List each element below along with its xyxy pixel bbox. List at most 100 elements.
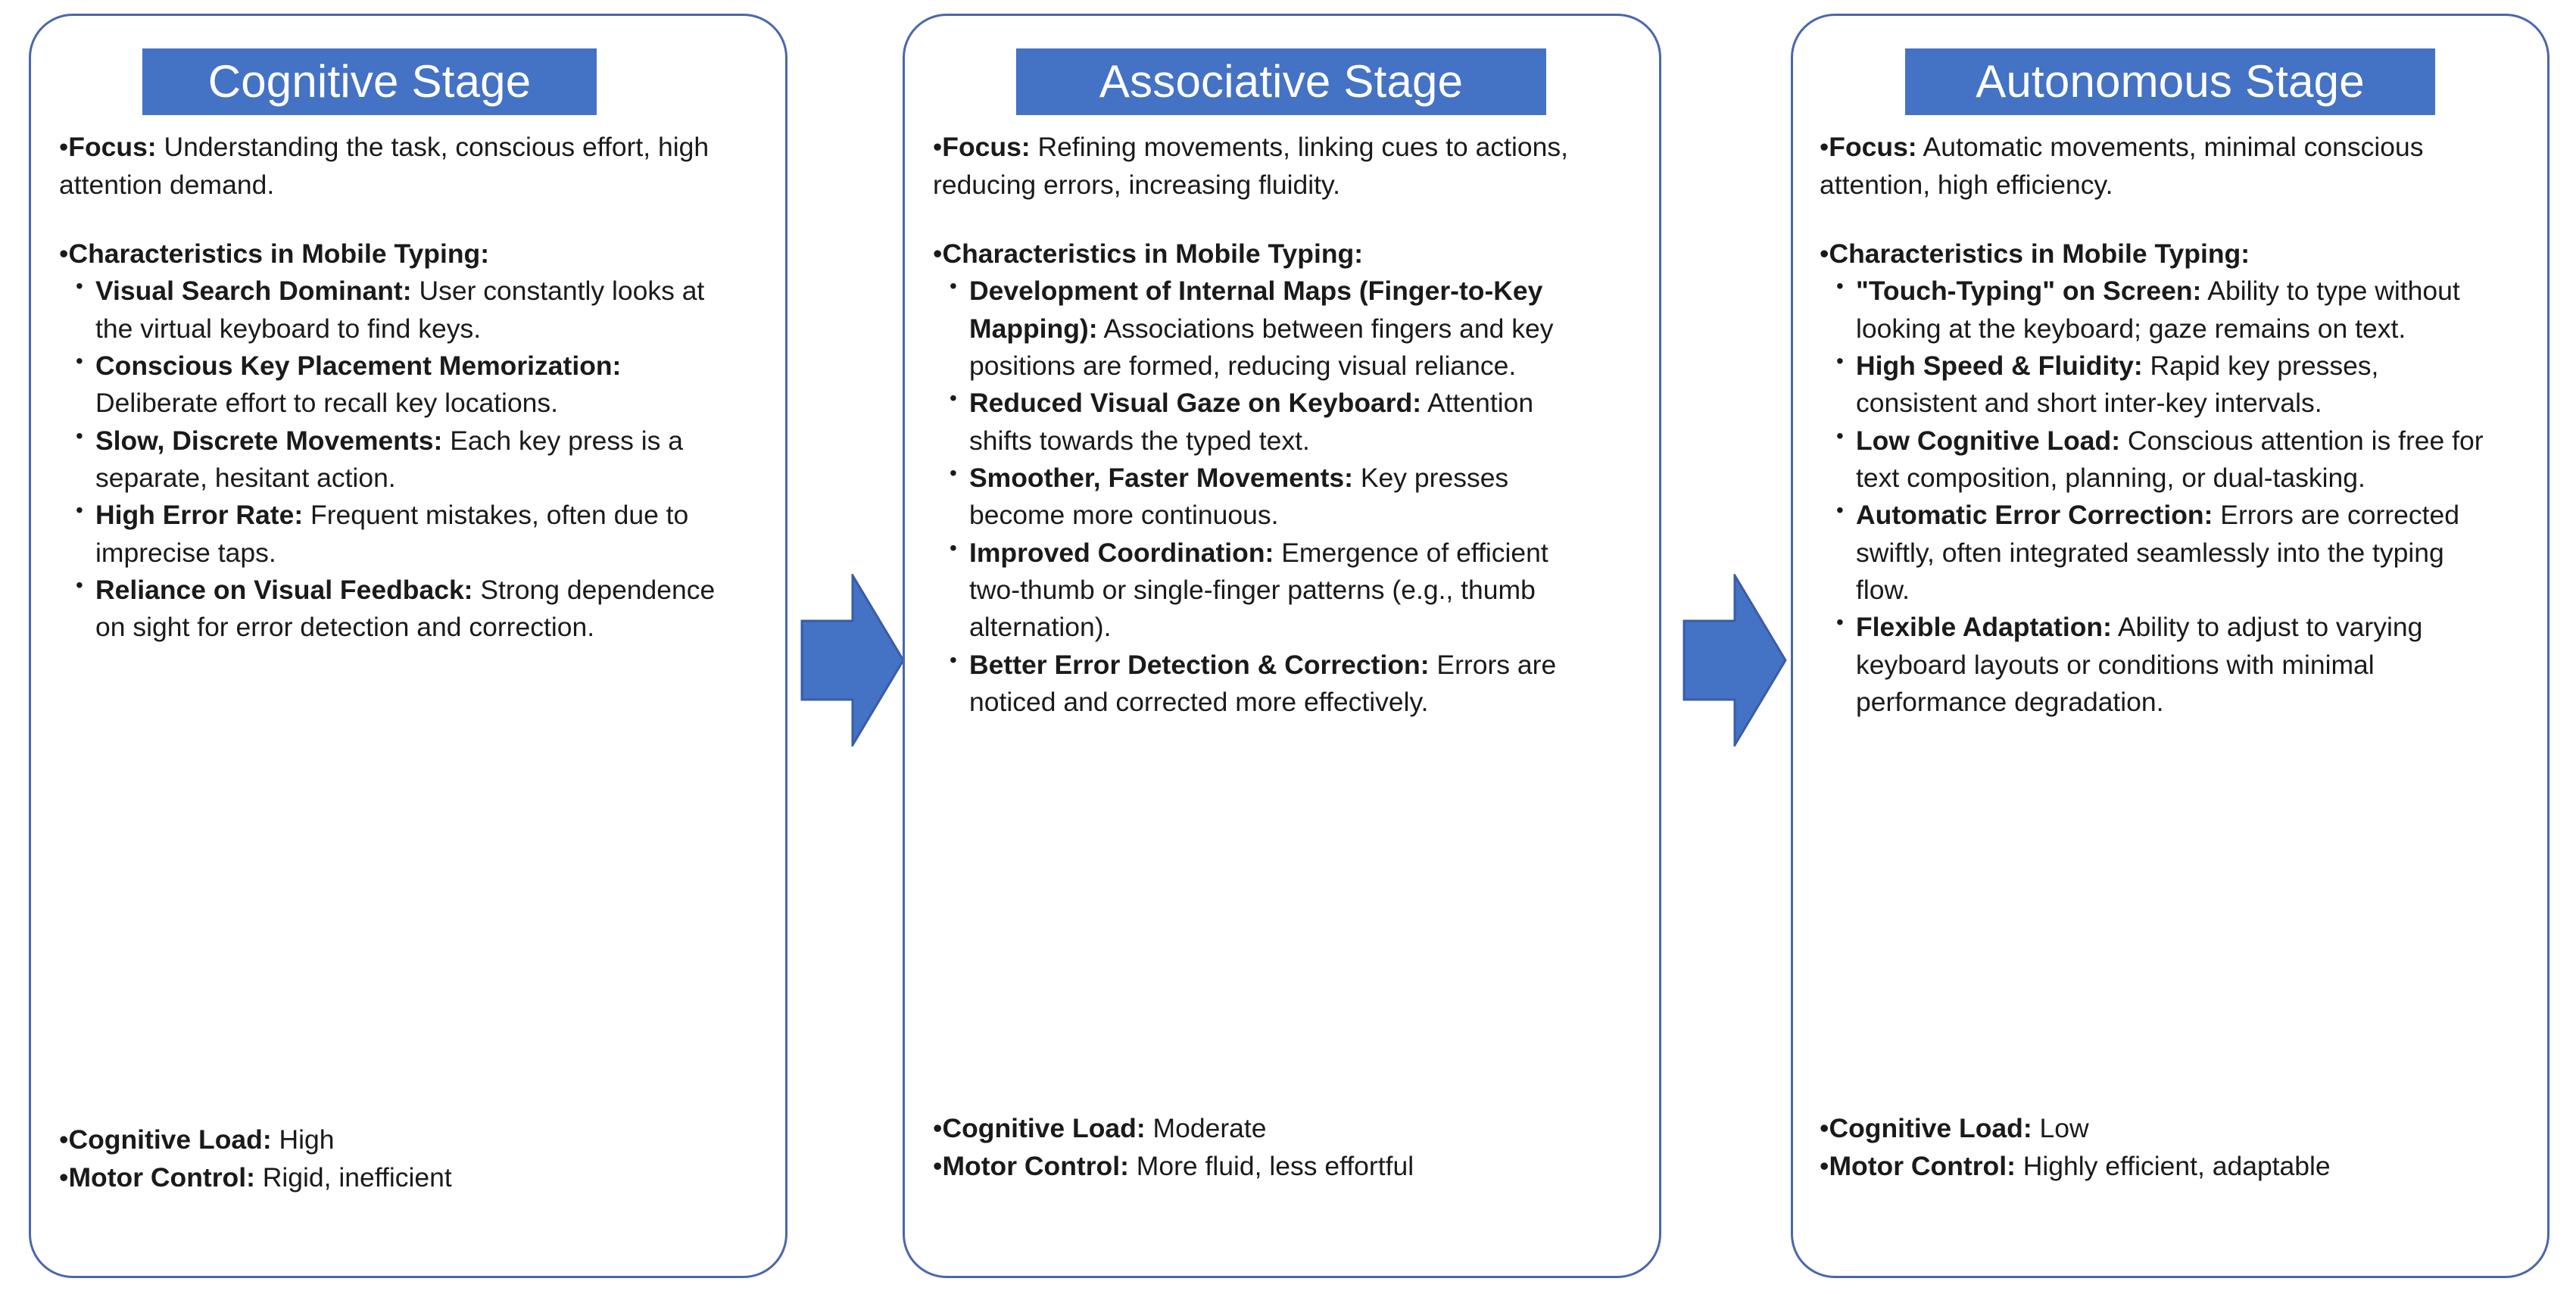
stage-summary-cognitive: •Cognitive Load: High •Motor Control: Ri… — [59, 1121, 725, 1197]
characteristic-term: Slow, Discrete Movements: — [95, 425, 443, 456]
sub-bullet-icon: • — [76, 349, 83, 373]
cognitive-load-value: High — [271, 1124, 335, 1155]
motor-control-label: Motor Control: — [1829, 1151, 2016, 1182]
characteristic-term: Smoother, Faster Movements: — [969, 463, 1353, 494]
sub-bullet-icon: • — [950, 386, 957, 410]
sub-bullet-icon: • — [950, 647, 957, 672]
characteristic-desc: Strong dependence on sight for error det… — [95, 575, 716, 643]
arrow-associative-to-autonomous — [1672, 571, 1787, 750]
characteristic-desc: Rapid key presses, consistent and short … — [1856, 351, 2379, 419]
characteristics-heading: •Characteristics in Mobile Typing: — [933, 235, 1599, 273]
focus-label: Focus: — [942, 132, 1031, 162]
right-arrow-icon — [1683, 571, 1787, 750]
focus-line: •Focus: Automatic movements, minimal con… — [1820, 129, 2493, 204]
cognitive-load-label: Cognitive Load: — [942, 1113, 1146, 1143]
characteristic-desc: Errors are corrected swiftly, often inte… — [1856, 500, 2459, 606]
list-item: • Flexible Adaptation: Ability to adjust … — [1820, 609, 2493, 721]
focus-text: Understanding the task, conscious effort… — [59, 132, 709, 200]
stage-title-associative: Associative Stage — [1016, 48, 1546, 115]
characteristics-label: Characteristics in Mobile Typing: — [68, 238, 490, 269]
stage-card-cognitive — [29, 14, 787, 1278]
list-item: •Development of Internal Maps (Finger-to… — [933, 273, 1599, 385]
characteristic-term: Flexible Adaptation: — [1856, 612, 2112, 643]
focus-text: Automatic movements, minimal conscious a… — [1820, 132, 2424, 200]
motor-control-value: Highly efficient, adaptable — [2015, 1151, 2331, 1182]
motor-control-value: More fluid, less effortful — [1128, 1151, 1414, 1182]
sub-bullet-icon: • — [950, 461, 957, 485]
stage-body-autonomous: •Focus: Automatic movements, minimal con… — [1820, 129, 2493, 721]
characteristic-desc: Emergence of efficient two-thumb or sing… — [969, 537, 1548, 643]
characteristics-list: • Development of Internal Maps (Finger-to… — [933, 273, 1599, 721]
sub-bullet-icon: • — [76, 498, 83, 522]
top-bullet-icon: • — [933, 238, 943, 269]
focus-label: Focus: — [1829, 132, 1917, 162]
cognitive-load-line: •Cognitive Load: High — [59, 1121, 725, 1158]
characteristics-heading: •Characteristics in Mobile Typing: — [1820, 235, 2493, 273]
sub-bullet-icon: • — [76, 423, 83, 447]
characteristic-term: Reliance on Visual Feedback: — [95, 575, 473, 606]
stage-body-associative: •Focus: Refining movements, linking cues… — [933, 129, 1599, 721]
characteristic-term: High Speed & Fluidity: — [1856, 351, 2143, 382]
top-bullet-icon: • — [59, 1162, 69, 1193]
characteristic-desc: Attention shifts towards the typed text. — [969, 388, 1534, 456]
motor-control-label: Motor Control: — [942, 1151, 1129, 1182]
cognitive-load-value: Low — [2032, 1113, 2089, 1143]
top-bullet-icon: • — [59, 1124, 69, 1155]
top-bullet-icon: • — [933, 1113, 943, 1143]
top-bullet-icon: • — [1820, 1151, 1829, 1182]
list-item: •Better Error Detection & Correction: Er… — [933, 647, 1599, 722]
cognitive-load-label: Cognitive Load: — [68, 1124, 272, 1155]
list-item: • Reliance on Visual Feedback: Strong dep… — [59, 572, 725, 647]
stage-card-autonomous — [1791, 14, 2549, 1278]
stage-body-cognitive: • Focus: Understanding the task, consciou… — [59, 129, 725, 647]
motor-control-line: •Motor Control: Rigid, inefficient — [59, 1158, 725, 1196]
stage-card-associative — [903, 14, 1661, 1278]
characteristic-term: "Touch-Typing" on Screen: — [1856, 276, 2202, 307]
characteristic-term: Low Cognitive Load: — [1856, 425, 2121, 456]
stage-title-autonomous: Autonomous Stage — [1905, 48, 2435, 115]
stage-title-cognitive: Cognitive Stage — [142, 48, 597, 115]
characteristics-heading: •Characteristics in Mobile Typing: — [59, 235, 725, 273]
focus-line: •Focus: Understanding the task, consciou… — [59, 129, 725, 204]
cognitive-load-line: •Cognitive Load: Low — [1820, 1109, 2501, 1147]
characteristic-desc: User constantly looks at the virtual key… — [95, 276, 705, 344]
list-item: • Low Cognitive Load: Conscious attention… — [1820, 422, 2493, 497]
sub-bullet-icon: • — [1836, 274, 1844, 298]
cognitive-load-value: Moderate — [1145, 1113, 1267, 1143]
sub-bullet-icon: • — [950, 535, 957, 560]
characteristic-term: Improved Coordination: — [969, 537, 1274, 568]
arrow-cognitive-to-associative — [790, 571, 905, 750]
top-bullet-icon: • — [1820, 1113, 1829, 1143]
top-bullet-icon: • — [933, 1151, 943, 1182]
characteristics-list: •"Touch-Typing" on Screen: Ability to ty… — [1820, 273, 2493, 721]
characteristic-desc: Conscious attention is free for text com… — [1856, 425, 2484, 494]
focus-line: •Focus: Refining movements, linking cues… — [933, 129, 1599, 204]
focus-label: Focus: — [68, 132, 157, 162]
characteristic-term: Development of Internal Maps (Finger-to-… — [969, 276, 1543, 344]
characteristic-desc: Ability to adjust to varying keyboard la… — [1856, 612, 2423, 718]
motor-control-value: Rigid, inefficient — [254, 1162, 452, 1193]
motor-control-line: •Motor Control: Highly efficient, adapta… — [1820, 1147, 2501, 1185]
characteristic-term: Visual Search Dominant: — [95, 276, 412, 307]
top-bullet-icon: • — [1820, 133, 1829, 162]
list-item: •High Error Rate: Frequent mistakes, oft… — [59, 497, 725, 572]
characteristic-term: Better Error Detection & Correction: — [969, 649, 1430, 680]
motor-control-label: Motor Control: — [68, 1162, 255, 1193]
list-item: •Reduced Visual Gaze on Keyboard: Attent… — [933, 385, 1599, 460]
stage-summary-associative: •Cognitive Load: Moderate •Motor Control… — [933, 1109, 1599, 1186]
sub-bullet-icon: • — [1836, 423, 1844, 447]
characteristic-term: Automatic Error Correction: — [1856, 500, 2213, 531]
cognitive-load-line: •Cognitive Load: Moderate — [933, 1109, 1599, 1147]
list-item: •Automatic Error Correction: Errors are … — [1820, 497, 2493, 609]
characteristic-desc: Frequent mistakes, often due to imprecis… — [95, 500, 689, 568]
right-arrow-icon — [800, 571, 905, 750]
list-item: • High Speed & Fluidity: Rapid key presse… — [1820, 348, 2493, 422]
list-item: •Conscious Key Placement Memorization: D… — [59, 348, 725, 422]
top-bullet-icon: • — [1820, 238, 1829, 269]
characteristics-label: Characteristics in Mobile Typing: — [942, 238, 1364, 269]
sub-bullet-icon: • — [1836, 349, 1844, 373]
characteristic-desc: Deliberate effort to recall key location… — [95, 388, 559, 419]
sub-bullet-icon: • — [76, 573, 83, 597]
sub-bullet-icon: • — [1836, 610, 1844, 635]
